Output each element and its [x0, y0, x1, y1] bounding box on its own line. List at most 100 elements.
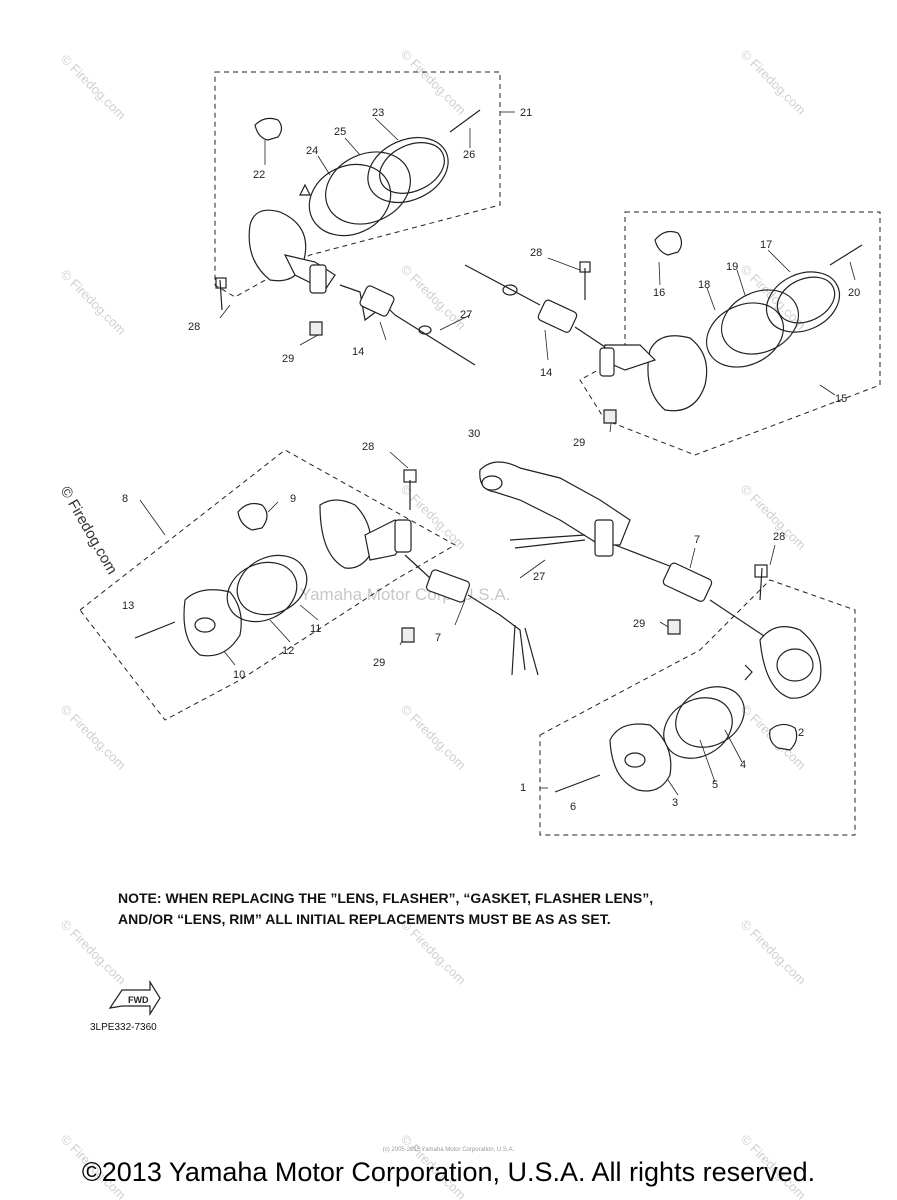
nut-29: [401, 627, 415, 643]
callout-25: 25: [334, 126, 346, 138]
housing-upper-right: [647, 335, 708, 412]
callout-1: 1: [520, 782, 526, 794]
rim-23: [367, 136, 449, 204]
callout-11: 11: [310, 623, 321, 635]
callout-28-d: 28: [773, 531, 785, 543]
watermark: © Firedog.com: [398, 702, 469, 773]
bolt-28: [219, 279, 223, 311]
bolt-28: [759, 567, 763, 601]
watermark: © Firedog.com: [58, 267, 129, 338]
callout-4: 4: [740, 759, 746, 771]
watermark-dark: © Firedog.com: [57, 484, 121, 578]
replacement-note: NOTE: WHEN REPLACING THE ”LENS, FLASHER”…: [118, 888, 838, 930]
lens-25: [325, 151, 411, 225]
callout-13: 13: [122, 600, 134, 612]
callout-8: 8: [122, 493, 128, 505]
bulb-2: [769, 723, 798, 751]
callout-29-b: 29: [573, 437, 585, 449]
screw-6: [554, 774, 601, 793]
housing-lower-left: [319, 499, 372, 569]
screw-26: [449, 109, 481, 133]
wire-27-right: [464, 264, 541, 306]
callout-20: 20: [848, 287, 860, 299]
callout-19: 19: [726, 261, 738, 273]
fwd-label: FWD: [128, 995, 149, 1005]
grommet-14: [359, 285, 395, 317]
copyright-footer: ©2013 Yamaha Motor Corporation, U.S.A. A…: [81, 1157, 816, 1187]
callout-6: 6: [570, 801, 576, 813]
callout-23: 23: [372, 107, 384, 119]
wire-27-lower: [467, 594, 539, 676]
callout-26: 26: [463, 149, 475, 161]
callout-7-a: 7: [435, 632, 441, 644]
lens-4: [675, 686, 745, 748]
callout-17: 17: [760, 239, 772, 251]
assembly-box-1: [539, 579, 856, 836]
assembly-box-15: [579, 211, 881, 456]
callout-15: 15: [835, 393, 847, 405]
rim-10: [183, 589, 242, 657]
housing-lower-right: [759, 626, 822, 699]
rim-3: [609, 723, 672, 792]
assembly-box-21: [214, 71, 501, 298]
wire-27-left: [394, 314, 476, 366]
callout-2: 2: [798, 727, 804, 739]
note-line-2: AND/OR “LENS, RIM” ALL INITIAL REPLACEME…: [118, 911, 611, 927]
forward-direction-indicator: FWD: [108, 979, 161, 1017]
callout-22: 22: [253, 169, 265, 181]
callout-28-a: 28: [188, 321, 200, 333]
watermarks: © Firedog.com © Firedog.com © Firedog.co…: [57, 47, 809, 1200]
watermark: © Firedog.com: [58, 52, 129, 123]
callout-18: 18: [698, 279, 710, 291]
callout-27-b: 27: [533, 571, 545, 583]
watermark: © Firedog.com: [738, 47, 809, 118]
gasket-18: [705, 302, 785, 368]
fwd-arrow-icon: [108, 979, 161, 1017]
callout-numbers: 21 22 23 24 25 26 28 29 14 27 28 14 16 1…: [122, 107, 860, 813]
watermark: © Firedog.com: [738, 262, 809, 333]
callout-7-b: 7: [694, 534, 700, 546]
screw-20: [829, 244, 863, 266]
watermark: © Firedog.com: [398, 262, 469, 333]
flasher-assembly-21: [215, 109, 481, 366]
grommet-7: [662, 562, 713, 602]
nut-29: [309, 321, 323, 336]
flasher-assembly-8: [134, 469, 539, 676]
callout-29-d: 29: [633, 618, 645, 630]
callout-12: 12: [282, 645, 294, 657]
leader-lines: [139, 111, 856, 796]
callout-30: 30: [468, 428, 480, 440]
callout-9: 9: [290, 493, 296, 505]
flasher-assembly-15: [464, 230, 863, 424]
nut-29: [667, 619, 681, 635]
callout-3: 3: [672, 797, 678, 809]
rim-17: [765, 271, 841, 333]
screw-13: [134, 621, 176, 639]
gasket-11: [236, 554, 308, 616]
watermark: © Firedog.com: [398, 47, 469, 118]
lens-19: [720, 289, 800, 355]
callout-28-c: 28: [362, 441, 374, 453]
callout-16: 16: [653, 287, 665, 299]
callout-5: 5: [712, 779, 718, 791]
callout-14-b: 14: [540, 367, 552, 379]
callout-24: 24: [306, 145, 318, 157]
small-copyright: (c) 2005-2015 Yamaha Motor Corporation, …: [382, 1147, 515, 1153]
bulb-22: [254, 117, 283, 141]
flasher-assembly-1: [479, 461, 822, 793]
callout-27-a: 27: [460, 309, 472, 321]
diagram-part-code: 3LPE332-7360: [90, 1022, 157, 1033]
assembly-box-8: [79, 449, 457, 721]
bulb-9: [237, 502, 268, 531]
grommet-14: [537, 299, 578, 333]
note-line-1: NOTE: WHEN REPLACING THE ”LENS, FLASHER”…: [118, 890, 654, 906]
gasket-24: [308, 163, 392, 237]
nut-29: [603, 409, 617, 424]
callout-10: 10: [233, 669, 245, 681]
callout-29-c: 29: [373, 657, 385, 669]
callout-21: 21: [520, 107, 532, 119]
callout-28-b: 28: [530, 247, 542, 259]
bulb-16: [654, 230, 683, 256]
